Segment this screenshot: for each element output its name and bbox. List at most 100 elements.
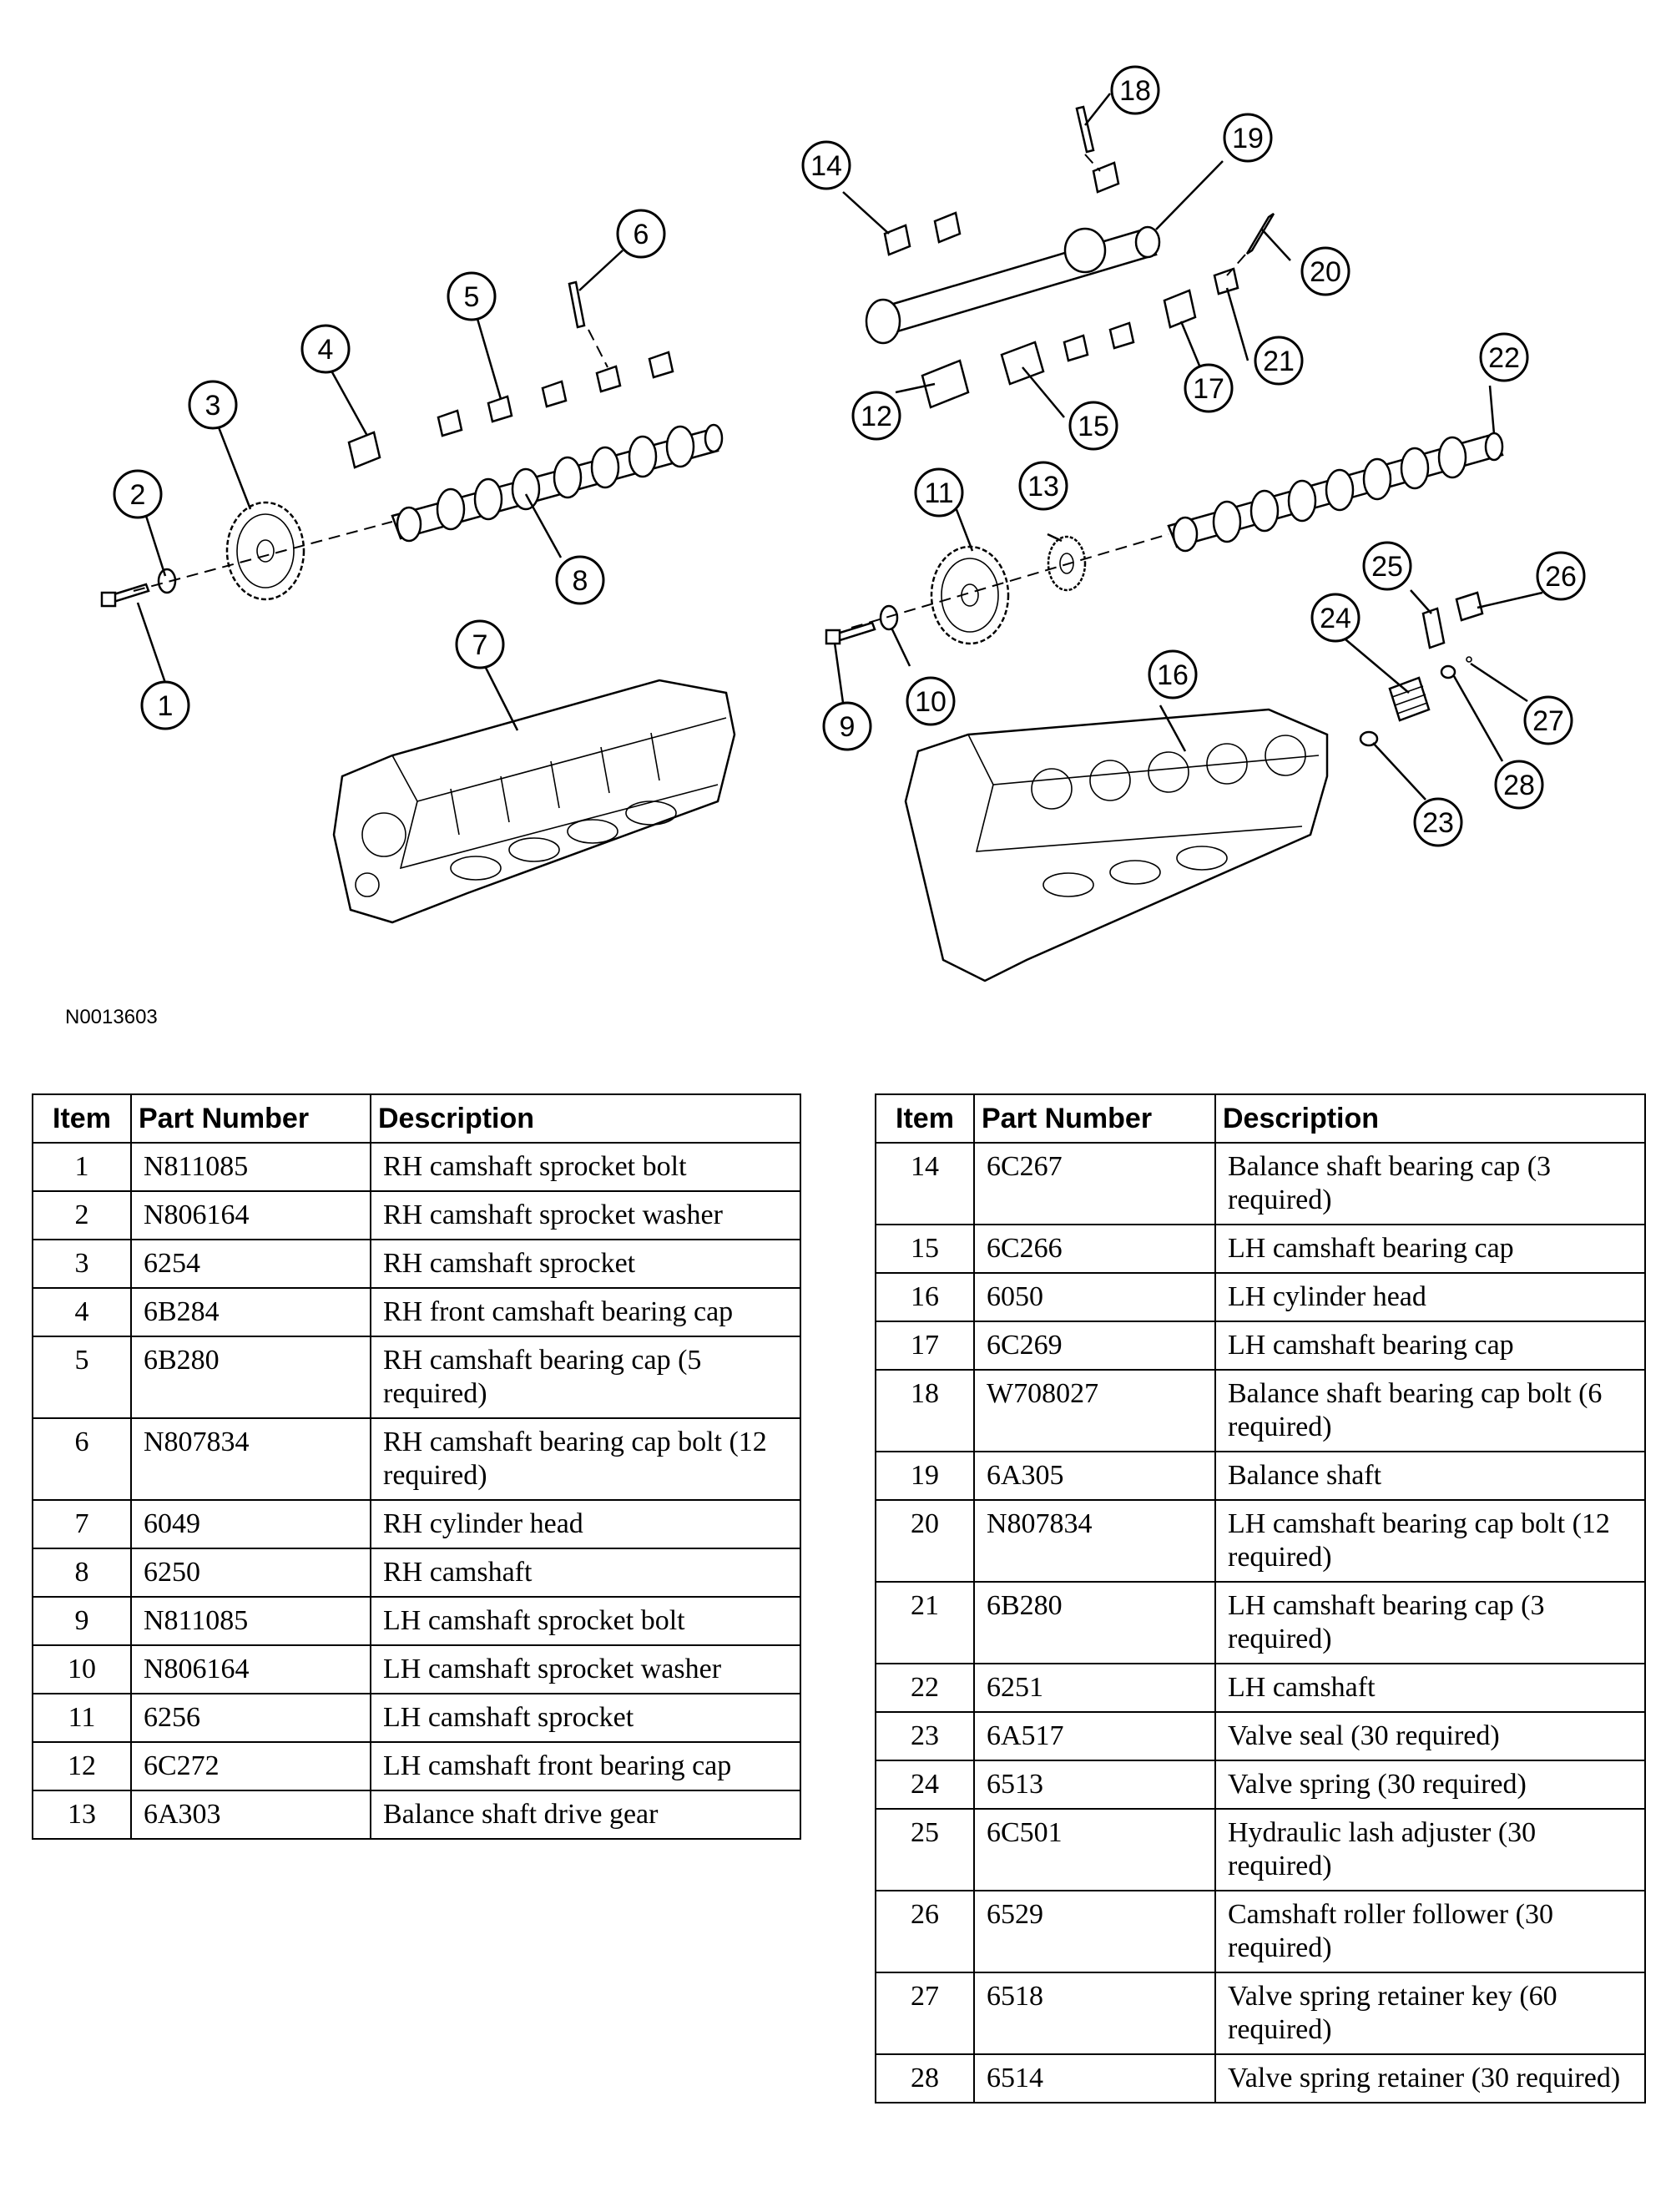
- cell-item: 17: [875, 1321, 975, 1371]
- rh-cylinder-head-drawing: [332, 679, 736, 924]
- callout-1: 1: [140, 680, 190, 730]
- cell-item: 10: [32, 1644, 132, 1694]
- cell-part-number: 6B280: [130, 1336, 371, 1419]
- svg-text:8: 8: [573, 565, 588, 597]
- rh-parts: [100, 280, 736, 924]
- cell-description: LH cylinder head: [1214, 1272, 1646, 1322]
- svg-text:21: 21: [1263, 346, 1295, 377]
- rh-cap-bolt-drawing: [568, 280, 586, 329]
- svg-text:15: 15: [1078, 411, 1109, 442]
- callout-15: 15: [1068, 401, 1118, 451]
- cell-item: 11: [32, 1693, 132, 1743]
- cell-item: 25: [875, 1808, 975, 1891]
- cell-description: Camshaft roller follower (30 required): [1214, 1890, 1646, 1973]
- lh-bolt-drawing: [825, 621, 876, 645]
- cell-description: RH camshaft sprocket: [370, 1239, 801, 1289]
- svg-text:3: 3: [205, 390, 221, 422]
- cell-part-number: 6A305: [973, 1451, 1216, 1501]
- svg-text:6: 6: [634, 219, 649, 250]
- cell-part-number: 6A517: [973, 1711, 1216, 1761]
- cell-item: 8: [32, 1548, 132, 1598]
- svg-text:4: 4: [318, 334, 334, 366]
- lh-washer-drawing: [879, 604, 899, 631]
- callout-5: 5: [447, 271, 497, 321]
- svg-text:26: 26: [1545, 561, 1577, 593]
- lh-camshaft-drawing: [1167, 432, 1504, 553]
- cell-part-number: 6518: [973, 1972, 1216, 2055]
- svg-text:23: 23: [1422, 807, 1454, 839]
- cell-description: RH front camshaft bearing cap: [370, 1287, 801, 1337]
- rh-washer-drawing: [157, 568, 177, 594]
- cell-item: 13: [32, 1790, 132, 1840]
- svg-text:25: 25: [1371, 551, 1403, 583]
- cell-description: Balance shaft: [1214, 1451, 1646, 1501]
- figure-code: N0013603: [65, 1006, 158, 1028]
- table-header-row: Item Part Number Description: [32, 1093, 801, 1144]
- callout-9: 9: [822, 701, 872, 751]
- cell-description: Balance shaft bearing cap bolt (6 requir…: [1214, 1369, 1646, 1452]
- cell-part-number: N806164: [130, 1190, 371, 1240]
- cell-item: 20: [875, 1499, 975, 1583]
- cell-item: 7: [32, 1499, 132, 1549]
- cell-item: 22: [875, 1663, 975, 1713]
- cell-item: 26: [875, 1890, 975, 1973]
- cell-item: 1: [32, 1142, 132, 1192]
- svg-text:17: 17: [1193, 373, 1224, 405]
- lh-bearing-caps-drawing: [883, 161, 1239, 409]
- cell-description: LH camshaft sprocket: [370, 1693, 801, 1743]
- svg-text:12: 12: [861, 401, 892, 432]
- cell-part-number: 6C501: [973, 1808, 1216, 1891]
- svg-text:14: 14: [810, 150, 842, 182]
- header-part-number: Part Number: [973, 1093, 1216, 1144]
- svg-text:20: 20: [1310, 256, 1341, 288]
- table-header-row: Item Part Number Description: [875, 1093, 1646, 1144]
- cell-item: 9: [32, 1596, 132, 1646]
- cell-description: LH camshaft sprocket bolt: [370, 1596, 801, 1646]
- callout-27: 27: [1523, 695, 1573, 745]
- cell-part-number: 6250: [130, 1548, 371, 1598]
- callout-12: 12: [851, 391, 901, 441]
- callout-14: 14: [801, 140, 851, 190]
- lh-cylinder-head-drawing: [904, 708, 1329, 982]
- cell-part-number: 6049: [130, 1499, 371, 1549]
- cell-item: 19: [875, 1451, 975, 1501]
- cell-part-number: 6B284: [130, 1287, 371, 1337]
- svg-text:22: 22: [1488, 342, 1520, 374]
- cell-part-number: 6C266: [973, 1224, 1216, 1274]
- callout-2: 2: [113, 469, 163, 519]
- cell-item: 16: [875, 1272, 975, 1322]
- svg-text:9: 9: [840, 711, 856, 743]
- svg-text:13: 13: [1027, 471, 1059, 502]
- svg-text:2: 2: [130, 479, 146, 511]
- cell-part-number: 6254: [130, 1239, 371, 1289]
- cell-part-number: 6050: [973, 1272, 1216, 1322]
- callouts: 1 2 3 4 5 6 7 8 9 10 11 12 13 14 15 16 1…: [113, 65, 1586, 847]
- cell-description: RH camshaft bearing cap (5 required): [370, 1336, 801, 1419]
- cell-description: RH camshaft bearing cap bolt (12 require…: [370, 1417, 801, 1501]
- callout-23: 23: [1413, 797, 1463, 847]
- cell-description: Valve spring retainer key (60 required): [1214, 1972, 1646, 2055]
- cell-description: LH camshaft: [1214, 1663, 1646, 1713]
- cell-item: 28: [875, 2053, 975, 2103]
- cell-description: Hydraulic lash adjuster (30 required): [1214, 1808, 1646, 1891]
- rh-bolt-drawing: [100, 583, 150, 608]
- cell-part-number: 6529: [973, 1890, 1216, 1973]
- cell-description: RH cylinder head: [370, 1499, 801, 1549]
- cell-item: 5: [32, 1336, 132, 1419]
- cell-part-number: 6513: [973, 1760, 1216, 1810]
- cell-description: Balance shaft drive gear: [370, 1790, 801, 1840]
